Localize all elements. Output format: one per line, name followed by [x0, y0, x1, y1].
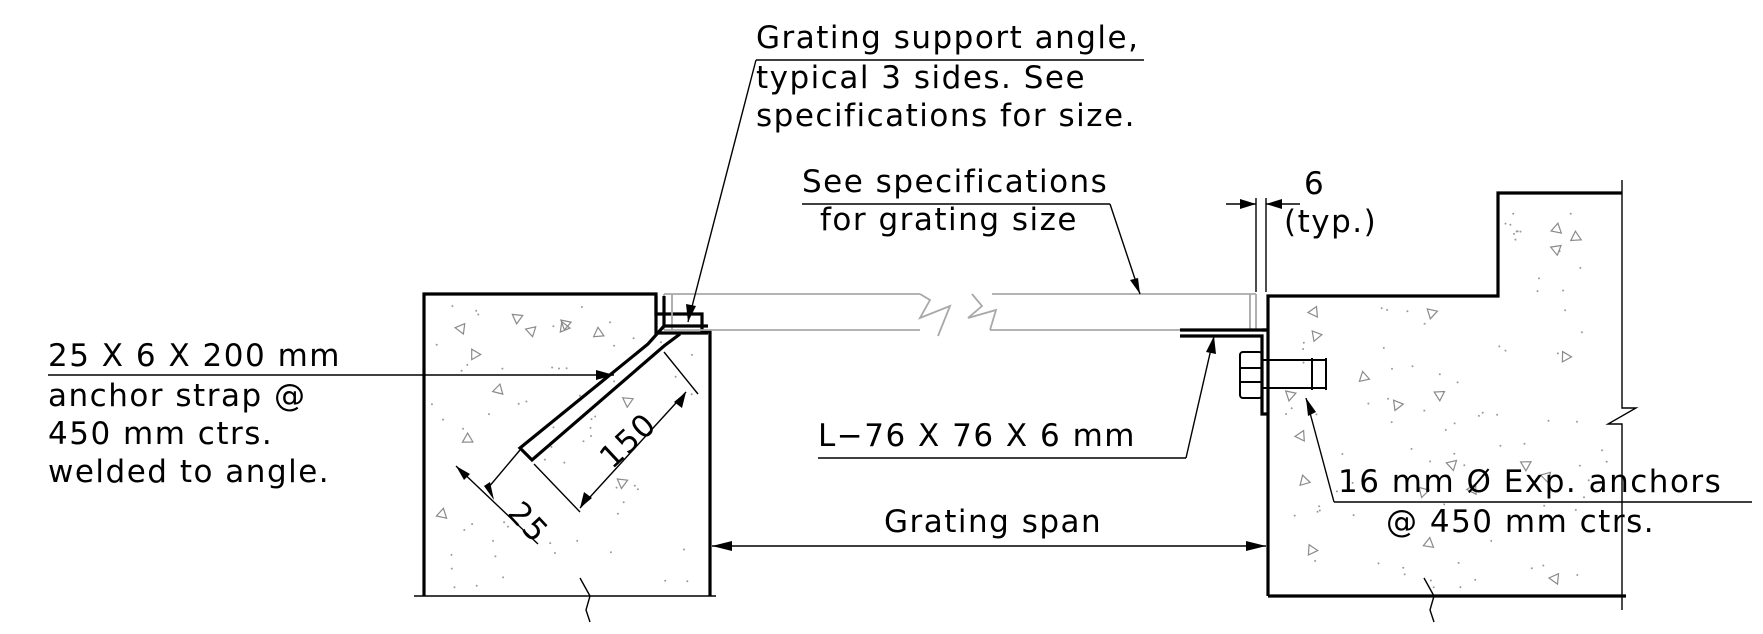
- angle-size-label: L−76 X 76 X 6 mm: [818, 418, 1136, 454]
- concrete-stipple-left: [430, 305, 693, 589]
- left-concrete-wall: [414, 292, 716, 623]
- gap-dimension: [1226, 198, 1300, 292]
- exp-anchors-line-2: @ 450 mm ctrs.: [1386, 504, 1655, 540]
- concrete-stipple-right: [1284, 212, 1608, 589]
- right-support-angle-and-anchor: [1180, 328, 1327, 416]
- strap-dimensions: [455, 351, 699, 545]
- support-angle-line-2: typical 3 sides. See: [756, 60, 1086, 96]
- anchor-strap-line-2: anchor strap @: [48, 378, 306, 414]
- anchor-strap-line-1: 25 X 6 X 200 mm: [48, 338, 341, 374]
- anchor-strap-note: 25 X 6 X 200 mm anchor strap @ 450 mm ct…: [48, 338, 341, 490]
- grating-span-label: Grating span: [884, 504, 1102, 540]
- dim-150-label: 150: [593, 406, 664, 476]
- right-concrete-wall: [1266, 180, 1639, 623]
- exp-anchors-note: 16 mm Ø Exp. anchors @ 450 mm ctrs.: [1338, 464, 1722, 540]
- grating: [663, 293, 1257, 337]
- left-support-angle-and-anchor-strap: [517, 296, 708, 463]
- gap-typ: (typ.): [1284, 204, 1377, 240]
- anchor-strap-line-4: welded to angle.: [48, 454, 330, 490]
- grating-size-note: See specifications for grating size: [802, 164, 1108, 238]
- dim-25-label: 25: [500, 495, 555, 551]
- grating-size-line-1: See specifications: [802, 164, 1108, 200]
- gap-value: 6: [1304, 166, 1325, 202]
- exp-anchors-line-1: 16 mm Ø Exp. anchors: [1338, 464, 1722, 500]
- leader-lines: [48, 59, 1752, 503]
- support-angle-line-3: specifications for size.: [756, 98, 1136, 134]
- grating-span-dimension: [712, 541, 1266, 551]
- support-angle-line-1: Grating support angle,: [756, 20, 1139, 56]
- gap-note: 6 (typ.): [1284, 166, 1377, 240]
- grating-size-line-2: for grating size: [820, 202, 1078, 238]
- anchor-strap-line-3: 450 mm ctrs.: [48, 416, 273, 452]
- support-angle-note: Grating support angle, typical 3 sides. …: [756, 20, 1139, 134]
